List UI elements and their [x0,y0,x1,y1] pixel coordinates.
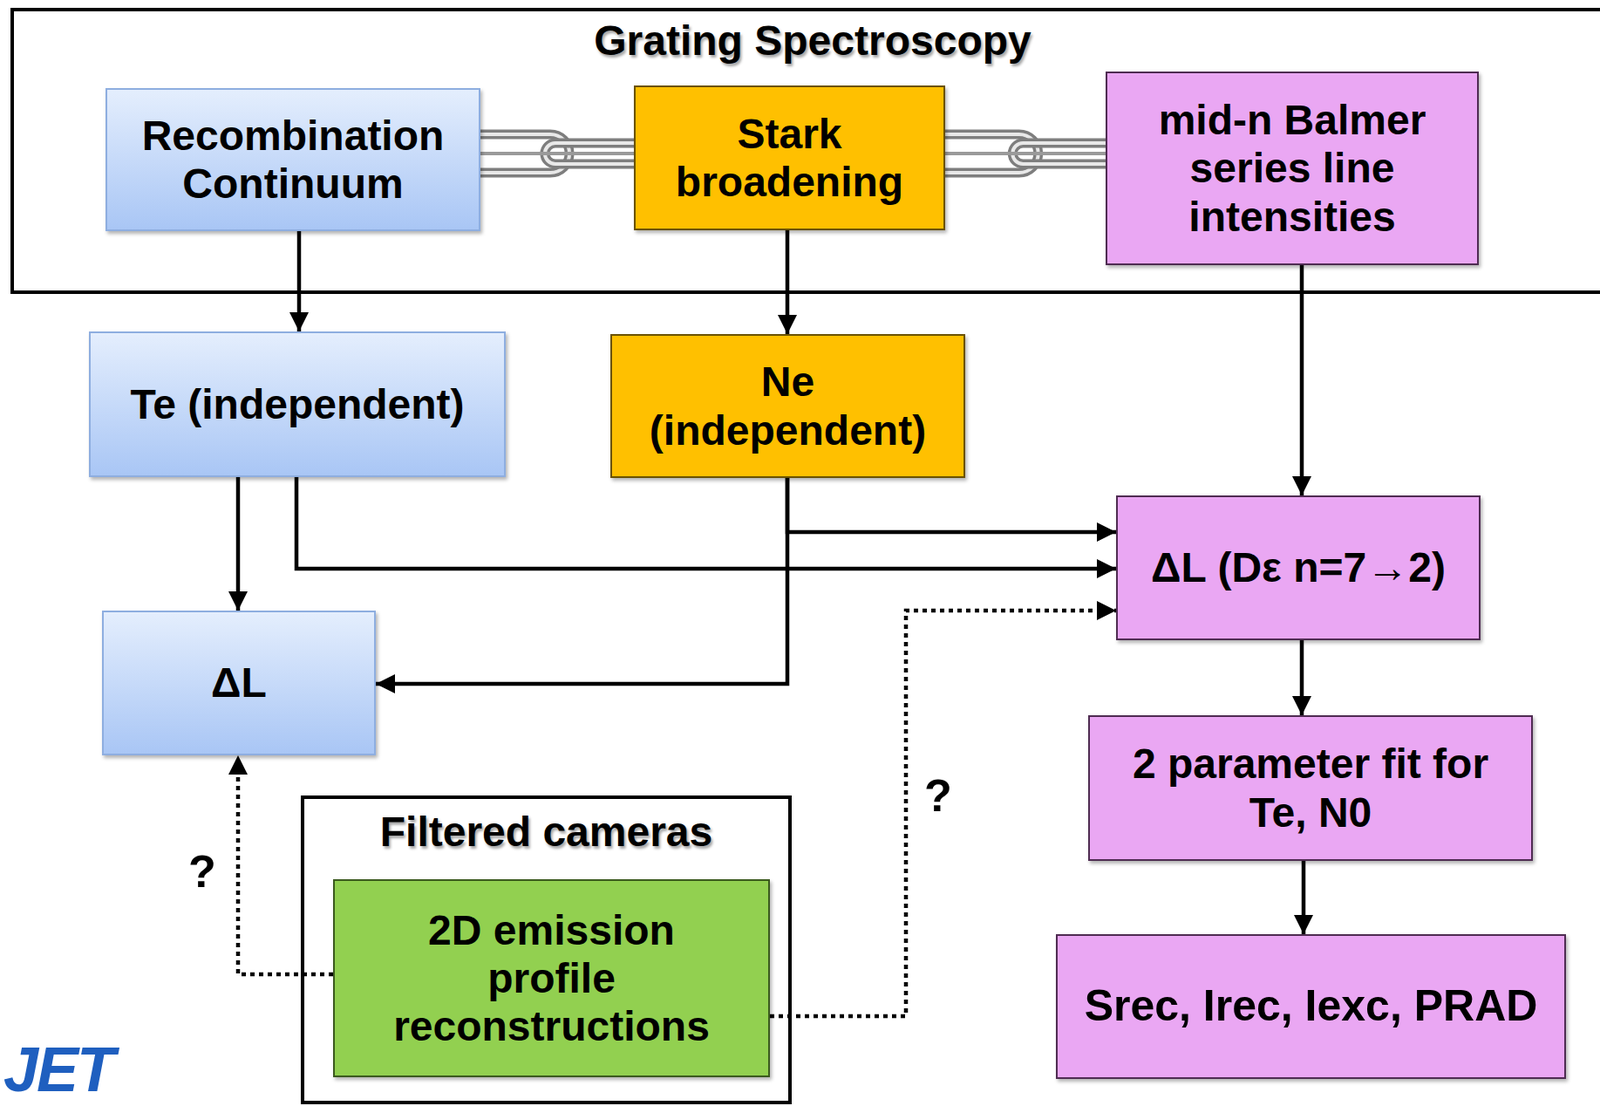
arrow [236,476,241,611]
arrow [375,477,788,684]
process-box: Stark broadening [633,85,946,231]
edge-label: ? [920,770,956,821]
region-heading: Grating Spectroscopy [593,16,1031,65]
box-text: Recombination Continuum [117,111,469,208]
arrow [787,477,1117,532]
box-text: ΔL (Dε n=7→2) [1150,543,1446,592]
result-box: ΔL (Dε n=7→2) [1116,495,1481,640]
result-box: Te (independent) [88,331,506,477]
result-box: ΔL [102,610,376,756]
edge-label: ? [184,846,220,897]
arrow [297,231,302,332]
box-text: Stark broadening [646,109,933,206]
arrow [1300,640,1305,715]
process-box: Recombination Continuum [105,88,481,232]
arrow [1301,860,1307,934]
box-text: ΔL [211,658,267,707]
arrow [1300,265,1305,496]
arrow [785,230,790,334]
region-band: 2D emission profile reconstructions Filte… [300,795,792,1104]
box-text: Srec, Irec, Iexc, PRAD [1084,980,1539,1032]
box-text: 2D emission profile reconstructions [369,905,734,1051]
box-text: Ne (independent) [622,357,954,454]
process-box: 2D emission profile reconstructions [333,878,770,1077]
region-band: Recombination Continuum Stark broadening m… [10,7,1600,294]
result-box: Srec, Irec, Iexc, PRAD [1055,933,1566,1079]
box-text: 2 parameter fit for Te, N0 [1116,739,1505,836]
arrow [296,476,1117,569]
dotted-arrow [238,755,334,974]
region-heading: Filtered cameras [380,807,714,856]
logo-text: JET [3,1037,114,1101]
box-text: mid-n Balmer series line intensities [1117,95,1467,241]
chain-connector [480,151,634,156]
process-box: 2 parameter fit for Te, N0 [1088,714,1533,861]
process-box: mid-n Balmer series line intensities [1105,71,1479,266]
result-box: Ne (independent) [610,333,966,478]
chain-connector [945,151,1106,156]
box-text: Te (independent) [129,380,464,429]
